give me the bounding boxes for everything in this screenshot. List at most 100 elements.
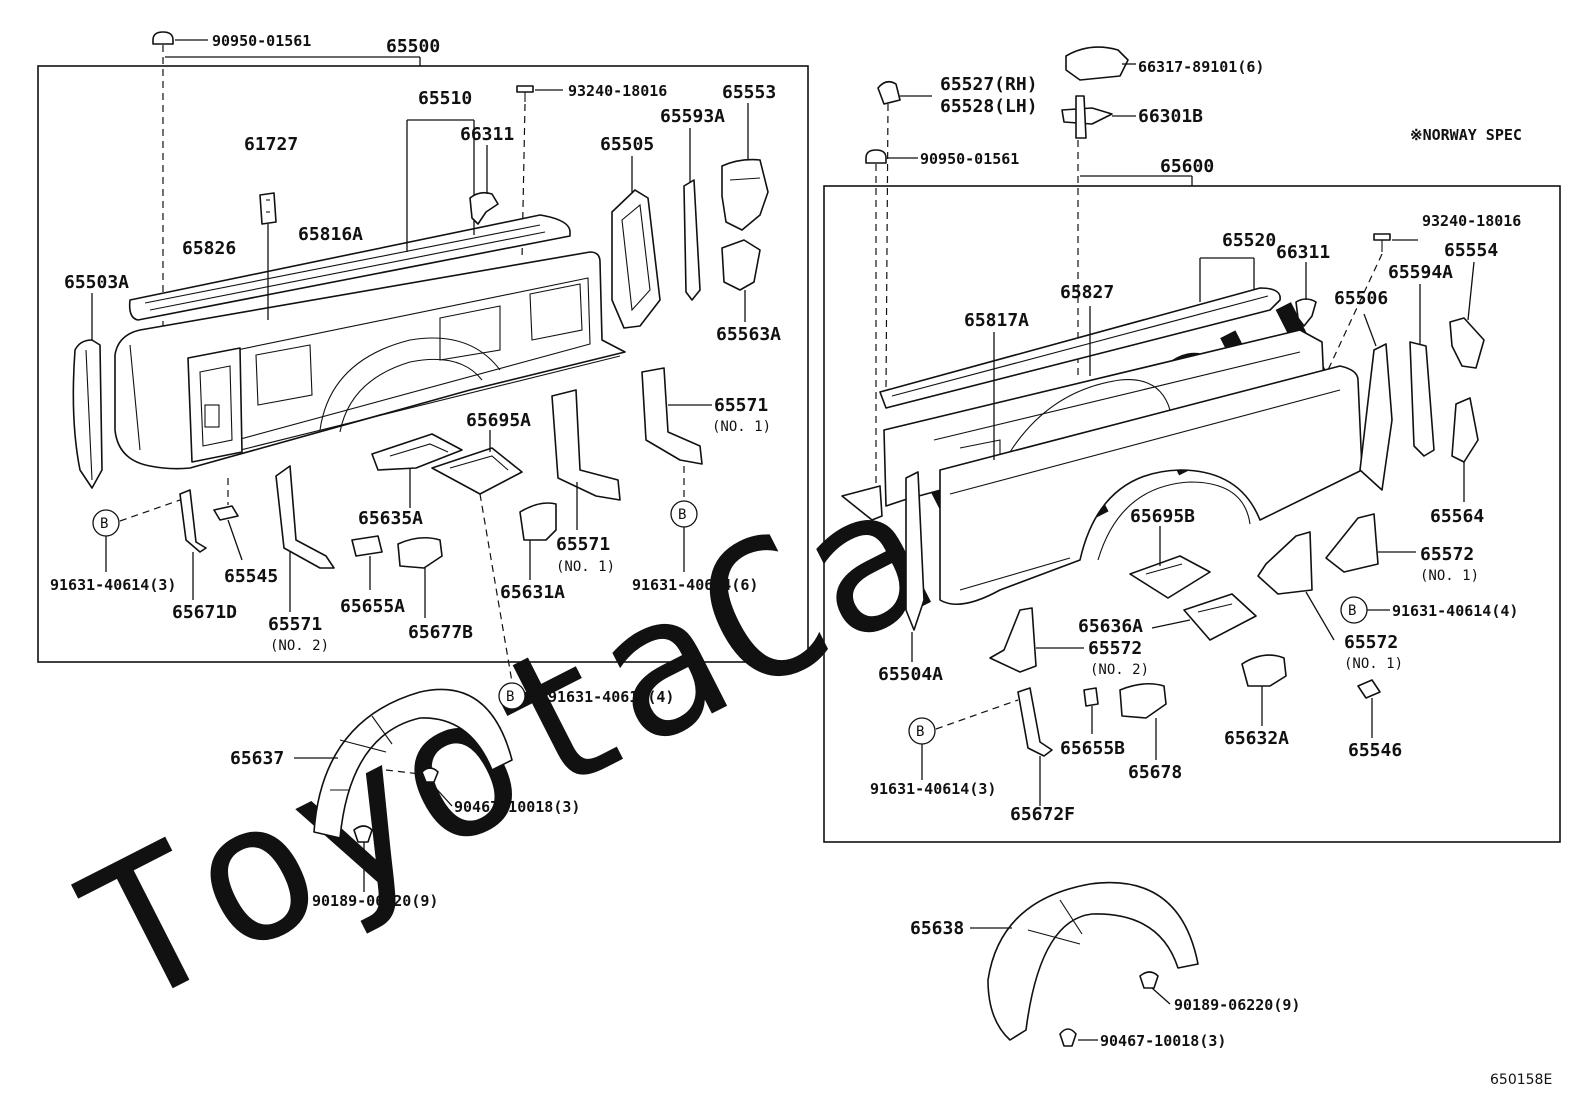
- label-65506: 65506: [1334, 288, 1388, 309]
- bracket-65564: [1451, 397, 1479, 463]
- bracket-65572-mid: [1257, 531, 1313, 595]
- side-rail-right: [879, 287, 1281, 409]
- b-marker-right-2: B: [908, 717, 936, 745]
- label-61727: 61727: [244, 134, 298, 155]
- label-65816a: 65816A: [298, 224, 363, 245]
- clip-90467-right: [1059, 1028, 1077, 1047]
- label-65677b: 65677B: [408, 622, 473, 643]
- label-90189-06220-right: 90189-06220(9): [1174, 996, 1300, 1014]
- b-marker-right-1: B: [1340, 596, 1368, 624]
- label-65571-right: 65571: [714, 395, 768, 416]
- label-65638: 65638: [910, 918, 964, 939]
- hook-66301b: [1061, 95, 1113, 139]
- plate-65546: [1357, 679, 1381, 699]
- bracket-65571-no2: [275, 465, 335, 569]
- label-91631-40614-4-right: 91631-40614(4): [1392, 602, 1518, 620]
- b-marker-left-1: B: [92, 509, 120, 537]
- plate-65545: [213, 505, 239, 521]
- label-93240-18016-right: 93240-18016: [1422, 212, 1521, 230]
- label-91631-40614-4-left: 91631-40614(4): [548, 688, 674, 706]
- label-65655b: 65655B: [1060, 738, 1125, 759]
- label-65572-top-no1: (NO. 1): [1420, 568, 1479, 584]
- label-65672f: 65672F: [1010, 804, 1075, 825]
- label-66301b: 66301B: [1138, 106, 1203, 127]
- label-65503a: 65503A: [64, 272, 129, 293]
- label-65827: 65827: [1060, 282, 1114, 303]
- side-rail-upper: [128, 214, 571, 321]
- svg-text:B: B: [916, 724, 924, 740]
- label-66311-left: 66311: [460, 124, 514, 145]
- screw-part: [516, 85, 534, 102]
- label-65571-right-no1: (NO. 1): [712, 419, 771, 435]
- label-65632a: 65632A: [1224, 728, 1289, 749]
- bracket-65593a: [683, 179, 701, 301]
- bracket-65571-right: [641, 367, 703, 465]
- bracket-65632a: [1241, 654, 1287, 687]
- bed-side-panel-left: [114, 251, 626, 470]
- bracket-65563a: [721, 239, 761, 291]
- grommet-right: [865, 149, 887, 164]
- label-90467-10018-right: 90467-10018(3): [1100, 1032, 1226, 1050]
- label-65655a: 65655A: [340, 596, 405, 617]
- label-91631-40614-3-right: 91631-40614(3): [870, 780, 996, 798]
- label-90467-10018-left: 90467-10018(3): [454, 798, 580, 816]
- corner-cap-65503a: [72, 339, 103, 489]
- wheel-liner-65637: [313, 688, 513, 839]
- label-91631-40614-6: 91631-40614(6): [632, 576, 758, 594]
- bracket-65572-top: [1325, 513, 1379, 573]
- clip-90189-right: [1139, 971, 1159, 989]
- label-65500: 65500: [386, 36, 440, 57]
- plate-65695b: [1129, 555, 1211, 599]
- label-65553: 65553: [722, 82, 776, 103]
- cap-66317: [1065, 46, 1129, 81]
- pillar-65506: [1359, 343, 1393, 491]
- clip-90189: [353, 825, 373, 843]
- label-65528-lh: 65528(LH): [940, 96, 1038, 117]
- label-93240-18016-left: 93240-18016: [568, 82, 667, 100]
- label-65572-mid: 65572: [1344, 632, 1398, 653]
- label-90950-01561-right: 90950-01561: [920, 150, 1019, 168]
- bracket-65677b: [397, 536, 443, 569]
- label-65817a: 65817A: [964, 310, 1029, 331]
- label-65636a: 65636A: [1078, 616, 1143, 637]
- label-65564: 65564: [1430, 506, 1484, 527]
- label-65594a: 65594A: [1388, 262, 1453, 283]
- plate-65655b: [1083, 687, 1099, 707]
- label-65593a: 65593A: [660, 106, 725, 127]
- label-65504a: 65504A: [878, 664, 943, 685]
- bracket-65671d: [179, 489, 207, 553]
- b-marker-left-2: B: [670, 500, 698, 528]
- label-65572-mid-no1: (NO. 1): [1344, 656, 1403, 672]
- label-65571-no2-suffix: (NO. 2): [270, 638, 329, 654]
- clip-right: [1295, 298, 1317, 327]
- outer-panel-65817a: [939, 365, 1363, 606]
- label-65600: 65600: [1160, 156, 1214, 177]
- label-65554: 65554: [1444, 240, 1498, 261]
- plate-65695a: [431, 447, 523, 495]
- end-plate: [187, 347, 243, 463]
- base-flange: [841, 485, 883, 521]
- bracket-65553: [721, 158, 769, 231]
- svg-text:B: B: [506, 689, 514, 705]
- label-65571-mid: 65571: [556, 534, 610, 555]
- label-65510: 65510: [418, 88, 472, 109]
- label-65505: 65505: [600, 134, 654, 155]
- label-65635a: 65635A: [358, 508, 423, 529]
- b-marker-left-3: B: [498, 682, 526, 710]
- label-66311-right: 66311: [1276, 242, 1330, 263]
- label-66317-89101: 66317-89101(6): [1138, 58, 1264, 76]
- label-91631-40614-3-left: 91631-40614(3): [50, 576, 176, 594]
- label-65572-no2-suffix: (NO. 2): [1090, 662, 1149, 678]
- bracket-65571-mid: [551, 389, 621, 501]
- svg-text:B: B: [678, 507, 686, 523]
- label-norway-spec: ※NORWAY SPEC: [1410, 126, 1522, 144]
- bracket-65594a: [1409, 341, 1435, 457]
- svg-text:B: B: [100, 516, 108, 532]
- label-65826: 65826: [182, 238, 236, 259]
- label-65631a: 65631A: [500, 582, 565, 603]
- label-65678: 65678: [1128, 762, 1182, 783]
- bracket-65678: [1119, 682, 1167, 719]
- svg-text:B: B: [1348, 603, 1356, 619]
- clip-part: [469, 191, 499, 225]
- label-65671d: 65671D: [172, 602, 237, 623]
